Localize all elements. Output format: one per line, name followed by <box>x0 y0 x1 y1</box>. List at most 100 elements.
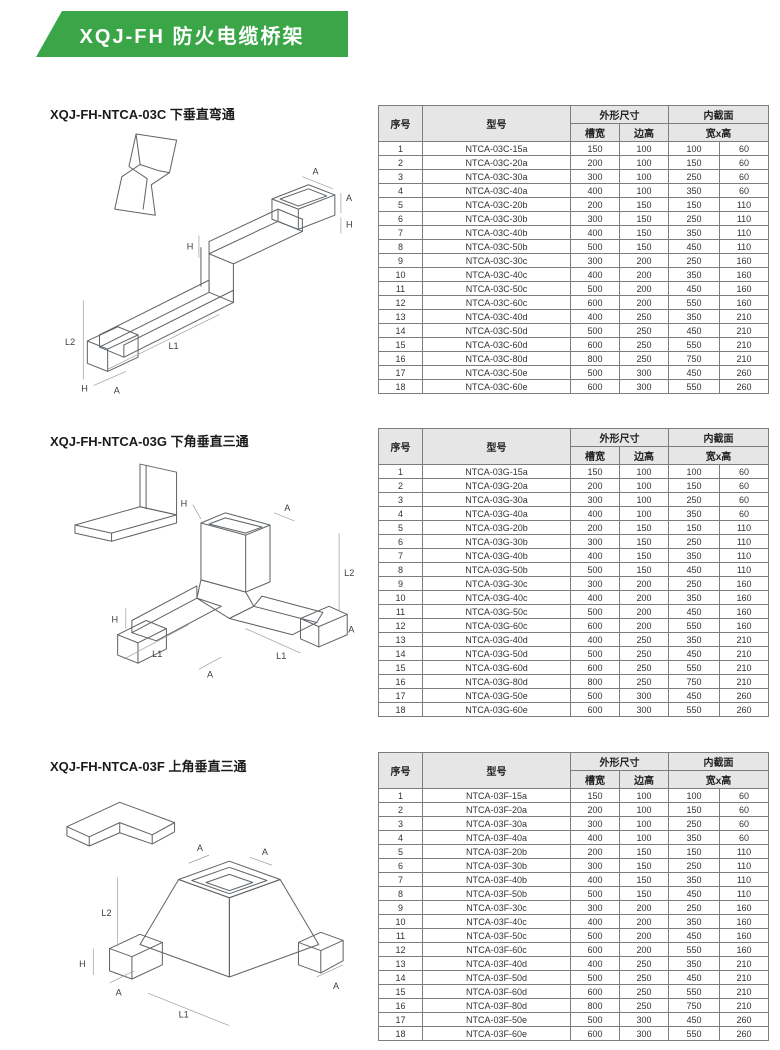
row-number-cell: 4 <box>378 506 423 521</box>
dimension-cell: 400 <box>570 548 620 563</box>
dimension-cell: 400 <box>570 590 620 605</box>
dimension-cell: 350 <box>668 267 720 282</box>
row-number-cell: 8 <box>378 886 423 901</box>
model-cell: NTCA-03C-60e <box>422 379 571 394</box>
dimension-cell: 450 <box>668 562 720 577</box>
row-number-cell: 14 <box>378 323 423 338</box>
dimension-cell: 350 <box>668 225 720 240</box>
row-number-cell: 18 <box>378 1026 423 1041</box>
dimension-cell: 300 <box>619 702 669 717</box>
dim-label: H <box>79 959 86 969</box>
dimension-cell: 300 <box>570 253 620 268</box>
dimension-cell: 60 <box>719 478 769 493</box>
dimension-cell: 450 <box>668 604 720 619</box>
model-cell: NTCA-03C-30a <box>422 169 571 184</box>
dimension-cell: 250 <box>619 632 669 647</box>
dimension-cell: 250 <box>619 956 669 971</box>
dimension-cell: 200 <box>619 267 669 282</box>
model-cell: NTCA-03C-60c <box>422 295 571 310</box>
row-number-cell: 6 <box>378 534 423 549</box>
dimension-cell: 100 <box>619 155 669 170</box>
dim-label: H <box>346 219 353 229</box>
dimension-cell: 200 <box>619 900 669 915</box>
dimension-cell: 210 <box>719 984 769 999</box>
dimension-cell: 150 <box>570 788 620 803</box>
dimension-cell: 110 <box>719 548 769 563</box>
dimension-cell: 110 <box>719 211 769 226</box>
dimension-cell: 250 <box>668 534 720 549</box>
dimension-cell: 600 <box>570 984 620 999</box>
dimension-cell: 210 <box>719 660 769 675</box>
dimension-cell: 210 <box>719 351 769 366</box>
dimension-cell: 300 <box>570 492 620 507</box>
dimension-cell: 210 <box>719 956 769 971</box>
dimension-cell: 250 <box>619 660 669 675</box>
dimension-cell: 150 <box>668 844 720 859</box>
dim-label: L1 <box>276 651 286 661</box>
model-cell: NTCA-03F-40c <box>422 914 571 929</box>
dimension-cell: 250 <box>619 646 669 661</box>
dimension-cell: 550 <box>668 379 720 394</box>
model-cell: NTCA-03G-15a <box>422 464 571 479</box>
model-cell: NTCA-03F-15a <box>422 788 571 803</box>
model-cell: NTCA-03F-20b <box>422 844 571 859</box>
model-cell: NTCA-03F-50e <box>422 1012 571 1027</box>
dimension-cell: 600 <box>570 379 620 394</box>
row-number-cell: 10 <box>378 914 423 929</box>
dimension-cell: 100 <box>668 464 720 479</box>
dimension-cell: 550 <box>668 1026 720 1041</box>
dimension-cell: 400 <box>570 956 620 971</box>
dimension-cell: 450 <box>668 928 720 943</box>
model-cell: NTCA-03G-50d <box>422 646 571 661</box>
dimension-cell: 100 <box>619 183 669 198</box>
dimension-cell: 250 <box>668 858 720 873</box>
row-number-cell: 15 <box>378 660 423 675</box>
dimension-cell: 160 <box>719 942 769 957</box>
dimension-cell: 210 <box>719 632 769 647</box>
model-cell: NTCA-03F-50c <box>422 928 571 943</box>
dimension-cell: 500 <box>570 970 620 985</box>
section-title-03g: XQJ-FH-NTCA-03G 下角垂直三通 <box>50 434 249 449</box>
table-head: 序号 型号 外形尺寸 内截面 槽宽 边高 宽x高 <box>378 105 769 142</box>
dimension-cell: 110 <box>719 239 769 254</box>
dimension-cell: 350 <box>668 183 720 198</box>
row-number-cell: 3 <box>378 492 423 507</box>
dimension-cell: 160 <box>719 618 769 633</box>
col-header-no: 序号 <box>378 428 423 465</box>
row-number-cell: 16 <box>378 998 423 1013</box>
dimension-cell: 350 <box>668 872 720 887</box>
dimension-cell: 600 <box>570 942 620 957</box>
col-header-model: 型号 <box>422 428 571 465</box>
dimension-cell: 200 <box>570 844 620 859</box>
dim-label: L1 <box>152 649 162 659</box>
row-number-cell: 1 <box>378 788 423 803</box>
dimension-cell: 150 <box>668 155 720 170</box>
row-number-cell: 14 <box>378 646 423 661</box>
dimension-cell: 60 <box>719 169 769 184</box>
dimension-cell: 100 <box>619 788 669 803</box>
dimension-cell: 260 <box>719 688 769 703</box>
dimension-cell: 250 <box>668 492 720 507</box>
dimension-cell: 150 <box>619 239 669 254</box>
dimension-cell: 250 <box>668 211 720 226</box>
row-number-cell: 16 <box>378 351 423 366</box>
